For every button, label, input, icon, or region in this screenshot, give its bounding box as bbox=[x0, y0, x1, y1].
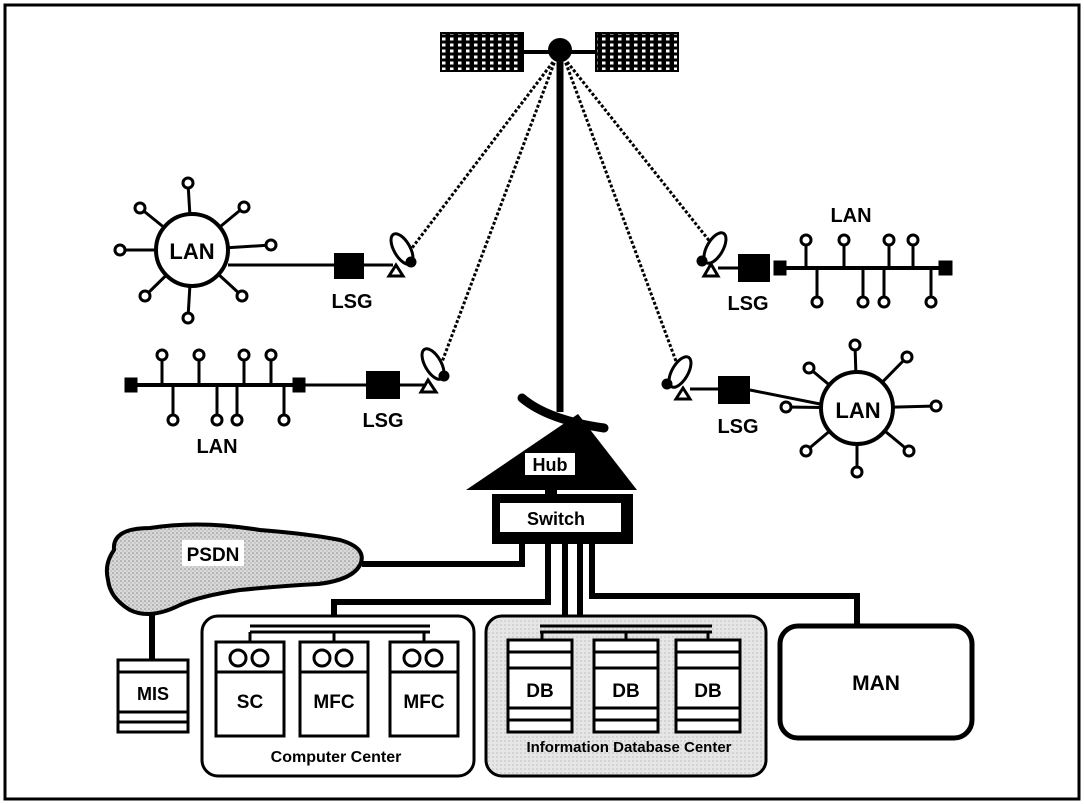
sc-machine bbox=[216, 642, 284, 736]
link-upper-right bbox=[564, 58, 715, 248]
lsg-label-lower-left: LSG bbox=[362, 410, 403, 432]
mfc-label-1: MFC bbox=[313, 692, 354, 713]
lsg-box-upper-right bbox=[738, 254, 770, 282]
dish-icon-lower-right bbox=[663, 353, 695, 399]
dish-icon-upper-left bbox=[387, 230, 418, 276]
switch-label: Switch bbox=[527, 509, 585, 529]
lsg-label-upper-right: LSG bbox=[727, 293, 768, 315]
lsg-box-lower-left bbox=[366, 371, 400, 399]
switch-connections bbox=[334, 544, 857, 624]
link-upper-left bbox=[412, 58, 556, 248]
mfc-machine-2 bbox=[390, 642, 458, 736]
db-label-1: DB bbox=[526, 681, 553, 702]
bus-lan-lower-left bbox=[126, 350, 304, 425]
lsg-label-lower-right: LSG bbox=[717, 416, 758, 438]
hub-label: Hub bbox=[533, 455, 568, 475]
lan-label-lower-left: LAN bbox=[196, 436, 237, 458]
lsg-label-upper-left: LSG bbox=[331, 291, 372, 313]
lan-label-upper-left: LAN bbox=[169, 239, 214, 264]
info-db-center-label: Information Database Center bbox=[526, 739, 731, 756]
bus-lan-upper-right bbox=[775, 235, 951, 307]
hub-triangle bbox=[466, 414, 637, 490]
lan-label-upper-right: LAN bbox=[830, 205, 871, 227]
solar-panel-right bbox=[596, 33, 678, 71]
mfc-label-2: MFC bbox=[403, 692, 444, 713]
computer-center-label: Computer Center bbox=[271, 749, 402, 766]
db-label-3: DB bbox=[694, 681, 721, 702]
mfc-machine-1 bbox=[300, 642, 368, 736]
psdn-label: PSDN bbox=[187, 545, 240, 566]
man-label: MAN bbox=[852, 672, 900, 695]
db-label-2: DB bbox=[612, 681, 639, 702]
sc-label: SC bbox=[237, 692, 264, 713]
lsg-box-upper-left bbox=[334, 253, 364, 279]
link-lower-left bbox=[442, 58, 556, 362]
lan-label-lower-right: LAN bbox=[835, 398, 880, 423]
mis-label: MIS bbox=[137, 684, 169, 704]
psdn-cloud bbox=[107, 524, 362, 614]
solar-panel-left bbox=[441, 33, 523, 71]
link-lower-right bbox=[564, 58, 680, 372]
lsg-box-lower-right bbox=[718, 376, 750, 404]
satellite-body bbox=[548, 38, 572, 62]
